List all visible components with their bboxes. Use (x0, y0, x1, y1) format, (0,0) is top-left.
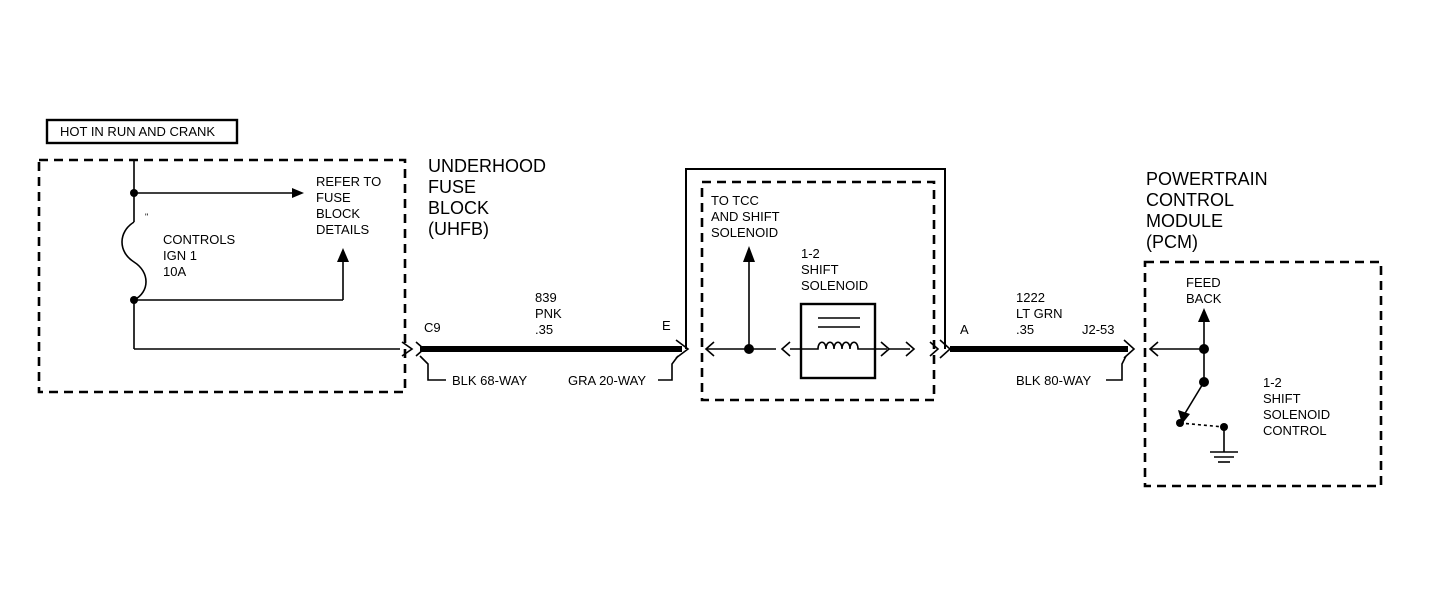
to-tcc-3: SOLENOID (711, 225, 778, 240)
wire-839-circuit: 839 (535, 290, 557, 305)
refer-label-1: REFER TO (316, 174, 381, 189)
arrow-up-icon (1198, 308, 1210, 322)
solenoid-coil-icon (799, 302, 877, 380)
feed-back-1: FEED (1186, 275, 1221, 290)
fuse-icon (121, 221, 147, 301)
connector-gra-20: GRA 20-WAY (568, 373, 646, 388)
uhfb-title-3: BLOCK (428, 198, 489, 218)
pcm-block: FEED BACK 1-2 SHIFT SOLENOID CONTROL (1143, 260, 1383, 488)
solenoid-name-2: SHIFT (801, 262, 839, 277)
pin-c9: C9 (424, 320, 441, 335)
power-source-text: HOT IN RUN AND CRANK (60, 124, 215, 139)
power-source-label: HOT IN RUN AND CRANK (45, 118, 239, 145)
uhfb-block: " CONTROLS IGN 1 10A REFER TO FUSE BLOCK… (37, 158, 407, 394)
uhfb-title-4: (UHFB) (428, 219, 489, 239)
wire-839-gauge: .35 (535, 322, 553, 337)
refer-label-4: DETAILS (316, 222, 370, 237)
arrow-up-icon (743, 246, 755, 262)
pcm-title-4: (PCM) (1146, 232, 1198, 252)
wire-839: C9 E 839 PNK .35 BLK 68-WAY GRA 20-WAY (401, 290, 690, 388)
connector-blk-68: BLK 68-WAY (452, 373, 527, 388)
pcm-ctrl-3: SOLENOID (1263, 407, 1330, 422)
wire-1222: A J2-53 1222 LT GRN .35 BLK 80-WAY (950, 290, 1136, 388)
arrow-right-icon (292, 188, 304, 198)
pcm-ctrl-1: 1-2 (1263, 375, 1282, 390)
svg-text:": " (145, 212, 148, 222)
pcm-title-3: MODULE (1146, 211, 1223, 231)
pin-e: E (662, 318, 671, 333)
to-tcc-1: TO TCC (711, 193, 759, 208)
arrow-up-icon (337, 248, 349, 262)
wire-1222-gauge: .35 (1016, 322, 1034, 337)
feed-back-2: BACK (1186, 291, 1222, 306)
refer-label-2: FUSE (316, 190, 351, 205)
uhfb-border (37, 158, 407, 394)
refer-label-3: BLOCK (316, 206, 360, 221)
pcm-ctrl-2: SHIFT (1263, 391, 1301, 406)
solenoid-name-3: SOLENOID (801, 278, 868, 293)
uhfb-title-1: UNDERHOOD (428, 156, 546, 176)
to-tcc-2: AND SHIFT (711, 209, 780, 224)
fuse-label-2: IGN 1 (163, 248, 197, 263)
pcm-ctrl-4: CONTROL (1263, 423, 1327, 438)
connector-blk-80: BLK 80-WAY (1016, 373, 1091, 388)
solenoid-assembly: TO TCC AND SHIFT SOLENOID 1-2 SHIFT SOLE… (685, 168, 952, 402)
fuse-label-1: CONTROLS (163, 232, 236, 247)
fuse-label-3: 10A (163, 264, 186, 279)
connector-chevron-icon (401, 341, 414, 357)
pcm-title-2: CONTROL (1146, 190, 1234, 210)
pin-a: A (960, 322, 969, 337)
solenoid-name-1: 1-2 (801, 246, 820, 261)
uhfb-title-2: FUSE (428, 177, 476, 197)
wire-1222-color: LT GRN (1016, 306, 1062, 321)
wire-839-color: PNK (535, 306, 562, 321)
pcm-title-1: POWERTRAIN (1146, 169, 1268, 189)
pin-j2-53: J2-53 (1082, 322, 1115, 337)
wire-1222-circuit: 1222 (1016, 290, 1045, 305)
ground-icon (1210, 451, 1238, 463)
pcm-border (1143, 260, 1383, 488)
